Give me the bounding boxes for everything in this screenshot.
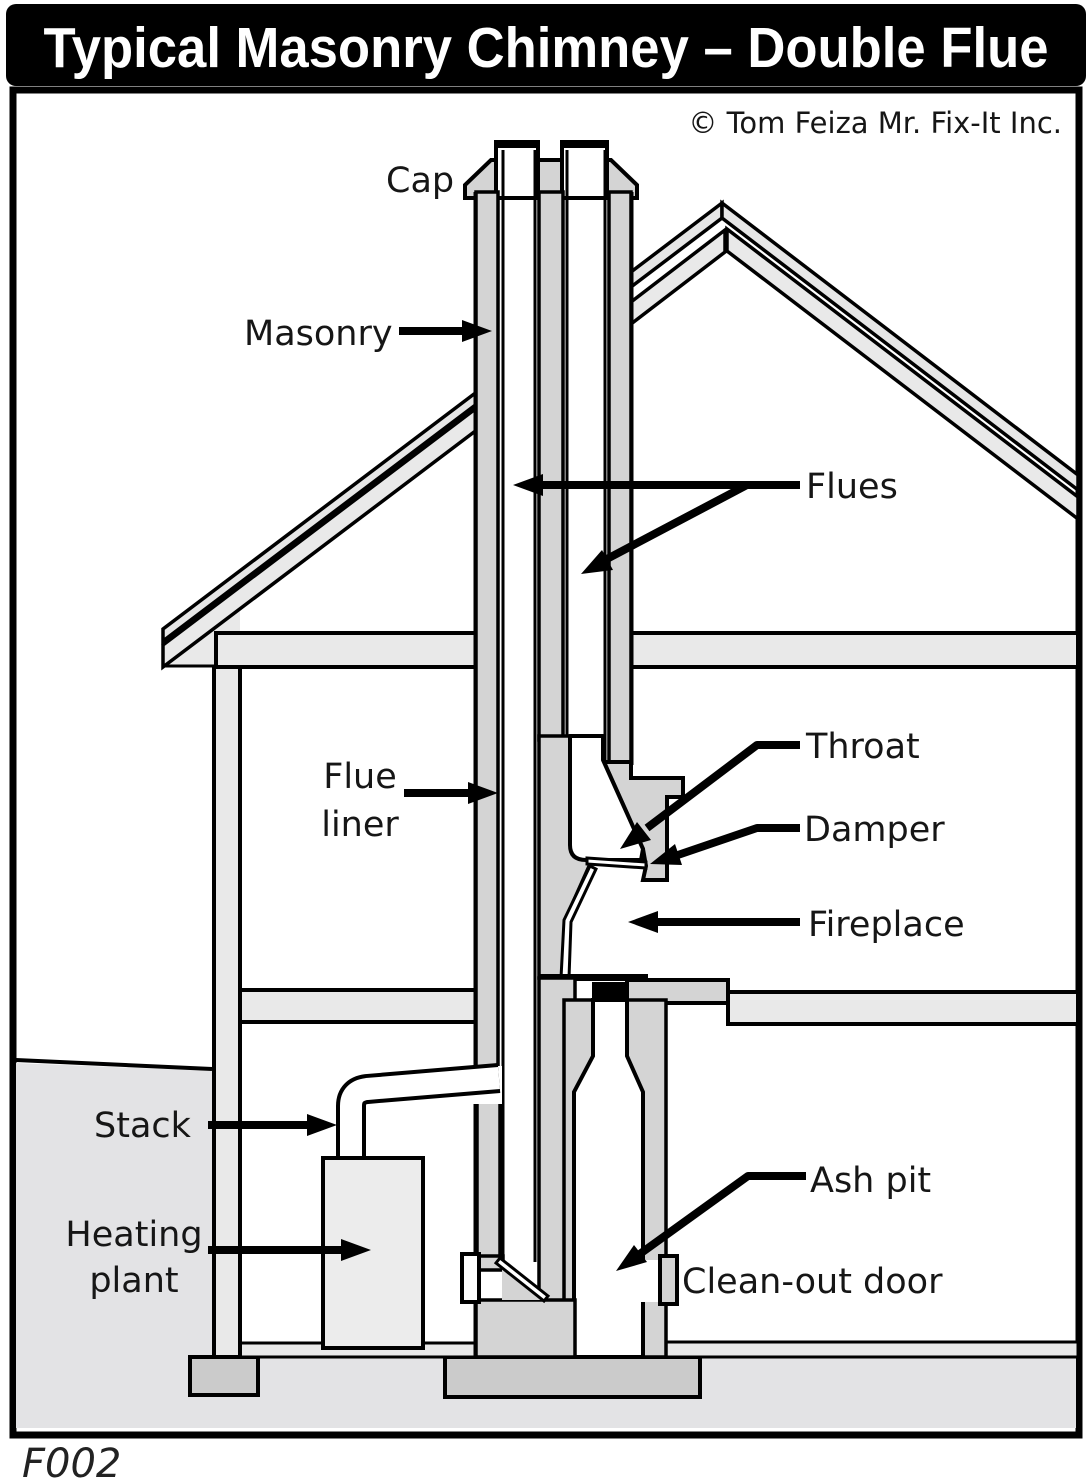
- flue-tube-left-top: [494, 140, 540, 148]
- masonry-band-left: [474, 190, 500, 1070]
- label-flue-liner-1: Flue: [323, 757, 397, 797]
- flue-tube-right: [560, 141, 609, 200]
- label-throat: Throat: [805, 727, 920, 767]
- ash-pit-arrow-head: [616, 1245, 647, 1271]
- roof-right-inner: [725, 225, 1080, 523]
- masonry-arrow-head: [462, 320, 492, 342]
- page-title: Typical Masonry Chimney – Double Flue: [44, 16, 1049, 80]
- chimney: [336, 140, 730, 1359]
- label-clean-out-door: Clean-out door: [682, 1262, 943, 1302]
- throat-leader: [644, 741, 800, 832]
- ash-pit-leader: [634, 1172, 806, 1260]
- stack-pipe: [340, 1067, 500, 1158]
- damper-arrow-head: [650, 844, 682, 865]
- smoke-chamber: [568, 734, 645, 862]
- label-cap: Cap: [386, 161, 454, 201]
- masonry-band-right: [607, 190, 633, 767]
- base-chamfer-liner: [493, 1255, 551, 1304]
- damper-leader: [670, 824, 800, 861]
- base-mass-left: [474, 1298, 577, 1359]
- figure-id: F002: [22, 1441, 121, 1483]
- label-masonry: Masonry: [244, 314, 393, 354]
- floor-left: [238, 988, 478, 1024]
- fireplace-arrow-head: [628, 911, 658, 933]
- earth-left: [16, 1063, 212, 1428]
- flues-arrow1-head: [513, 474, 543, 496]
- stack-arrow-head: [307, 1114, 337, 1136]
- heating-arrow-head: [341, 1239, 371, 1261]
- title-bar: Typical Masonry Chimney – Double Flue: [6, 4, 1086, 86]
- stack-thimble: [460, 1252, 481, 1304]
- ceiling-left: [214, 631, 478, 669]
- flue-liner-arrow-head: [468, 782, 498, 804]
- label-flue-liner-2: liner: [321, 805, 399, 845]
- label-heating-2: plant: [89, 1261, 178, 1301]
- label-damper: Damper: [804, 810, 945, 850]
- label-ash-pit: Ash pit: [810, 1161, 931, 1201]
- label-heating-1: Heating: [65, 1215, 202, 1255]
- callouts: Cap Masonry Flues Flue liner Throat Damp…: [65, 161, 964, 1302]
- grade-line: [15, 1058, 213, 1071]
- throat-arrow-head: [620, 822, 651, 849]
- copyright-text: © Tom Feiza Mr. Fix-It Inc.: [688, 106, 1062, 140]
- fireplace-breast: [600, 760, 685, 882]
- label-fireplace: Fireplace: [808, 905, 965, 945]
- masonry-band-middle: [537, 190, 565, 742]
- clean-out-door[interactable]: [658, 1254, 679, 1306]
- wall-footing: [188, 1355, 260, 1397]
- flues-arrow2-shaft: [603, 481, 749, 564]
- basement-floor-right: [664, 1340, 1080, 1359]
- floor-right: [726, 990, 1080, 1026]
- firebox-floor: [538, 974, 648, 981]
- flues-arrow2-head: [581, 550, 613, 574]
- label-flues: Flues: [806, 467, 898, 507]
- ceiling-right: [629, 631, 1080, 669]
- flue-tube-right-top: [560, 140, 609, 148]
- hearth-slab: [625, 978, 730, 1005]
- roof-right-outer: [720, 199, 1080, 494]
- damper-plate: [585, 856, 648, 870]
- left-wall: [212, 658, 242, 1359]
- label-stack: Stack: [94, 1106, 192, 1146]
- ash-dump-slot: [592, 982, 627, 1000]
- masonry-band-left-lower: [475, 1100, 502, 1260]
- title-bar-background: [6, 4, 1086, 86]
- chimney-footing: [443, 1355, 702, 1399]
